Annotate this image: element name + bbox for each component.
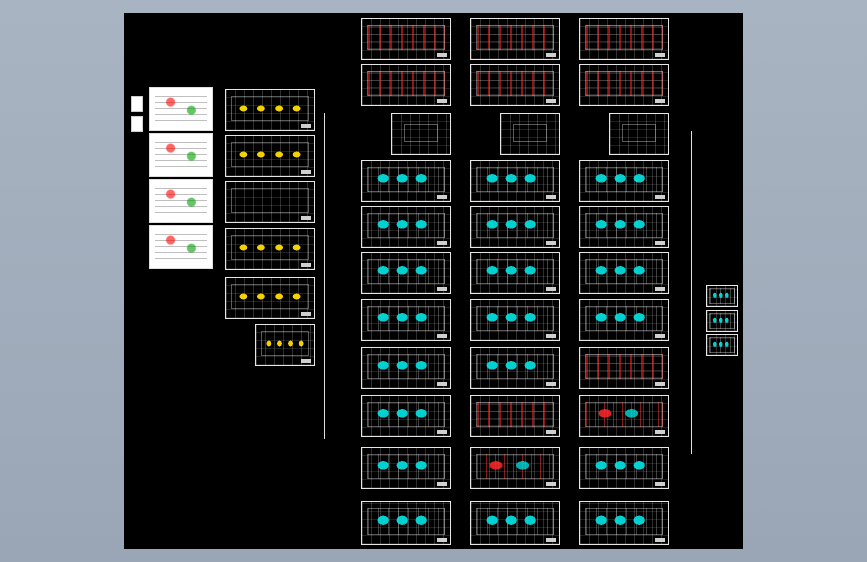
detail-sheet-3[interactable] — [149, 179, 213, 223]
plan-a5[interactable] — [361, 347, 451, 389]
structure-sheet-5[interactable] — [225, 277, 315, 319]
plan-top-c2[interactable] — [579, 64, 669, 106]
thumbnail-1[interactable] — [131, 96, 143, 112]
plan-top-a1[interactable] — [361, 18, 451, 60]
divider-line-2 — [691, 131, 692, 454]
thumbnail-2[interactable] — [131, 116, 143, 132]
structure-sheet-4[interactable] — [225, 228, 315, 270]
plan-b7[interactable] — [470, 447, 560, 489]
plan-c7[interactable] — [579, 447, 669, 489]
plan-b8[interactable] — [470, 501, 560, 545]
plan-a4[interactable] — [361, 299, 451, 341]
drawing-canvas[interactable] — [124, 13, 743, 549]
plan-a7[interactable] — [361, 447, 451, 489]
divider-line-1 — [324, 113, 325, 439]
plan-c4[interactable] — [579, 299, 669, 341]
structure-sheet-6[interactable] — [255, 324, 315, 366]
detail-sheet-4[interactable] — [149, 225, 213, 269]
detail-sheet-2[interactable] — [149, 133, 213, 177]
plan-a3[interactable] — [361, 252, 451, 294]
plan-small-c[interactable] — [609, 113, 669, 155]
plan-b6[interactable] — [470, 395, 560, 437]
plan-c5[interactable] — [579, 347, 669, 389]
plan-c6[interactable] — [579, 395, 669, 437]
detail-sheet-1[interactable] — [149, 87, 213, 131]
plan-c1[interactable] — [579, 160, 669, 202]
plan-top-a2[interactable] — [361, 64, 451, 106]
plan-top-c1[interactable] — [579, 18, 669, 60]
plan-c2[interactable] — [579, 206, 669, 248]
plan-b2[interactable] — [470, 206, 560, 248]
plan-b5[interactable] — [470, 347, 560, 389]
structure-sheet-2[interactable] — [225, 135, 315, 177]
plan-b4[interactable] — [470, 299, 560, 341]
plan-b3[interactable] — [470, 252, 560, 294]
plan-a1[interactable] — [361, 160, 451, 202]
structure-sheet-3[interactable] — [225, 181, 315, 223]
plan-c3[interactable] — [579, 252, 669, 294]
plan-c8[interactable] — [579, 501, 669, 545]
plan-top-b2[interactable] — [470, 64, 560, 106]
plan-top-b1[interactable] — [470, 18, 560, 60]
plan-small-b[interactable] — [500, 113, 560, 155]
plan-a8[interactable] — [361, 501, 451, 545]
plan-a2[interactable] — [361, 206, 451, 248]
plan-b1[interactable] — [470, 160, 560, 202]
legend-sheet-1[interactable] — [706, 285, 738, 307]
plan-small-a[interactable] — [391, 113, 451, 155]
structure-sheet-1[interactable] — [225, 89, 315, 131]
legend-sheet-3[interactable] — [706, 334, 738, 356]
legend-sheet-2[interactable] — [706, 310, 738, 332]
plan-a6[interactable] — [361, 395, 451, 437]
